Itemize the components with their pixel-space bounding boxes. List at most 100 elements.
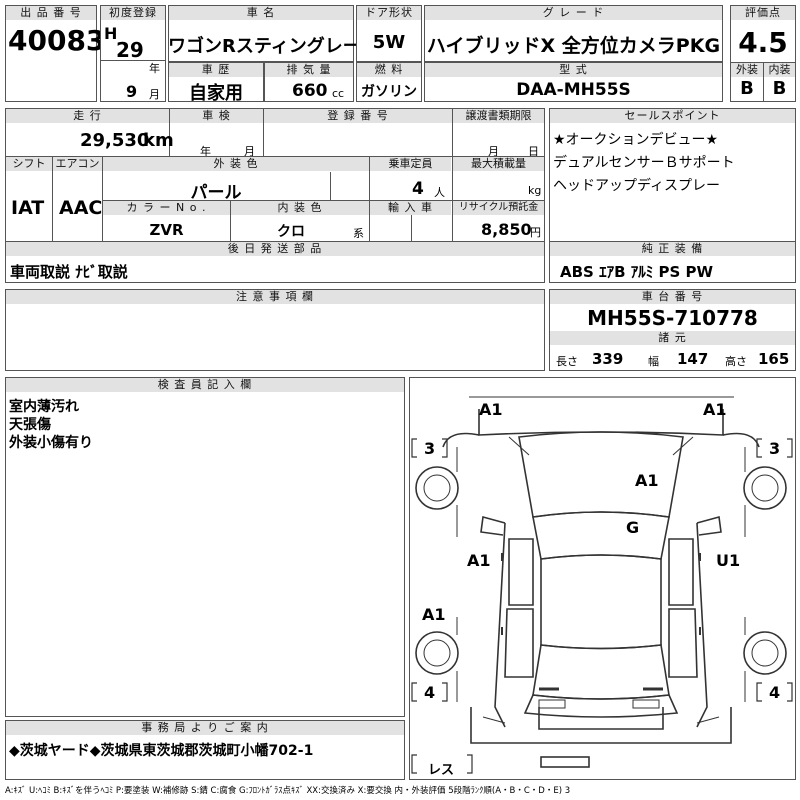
later-parts-label: 後 日 発 送 部 品 (6, 242, 544, 256)
sales-point-line-1: ★オークションデビュー★ (553, 132, 719, 148)
import-label: 輸 入 車 (370, 201, 451, 215)
spare-tire: レス (428, 763, 455, 778)
exterior-color-label: 外 装 色 (103, 157, 369, 171)
mark-right-door: U1 (716, 551, 741, 570)
capacity-unit: 人 (434, 186, 445, 199)
door-label: ドア形状 (357, 6, 421, 20)
km-unit: km (143, 130, 174, 151)
mark-left-rear: A1 (422, 605, 446, 624)
model-code: DAA-MH55S (516, 80, 631, 100)
transfer-day-unit: 日 (528, 145, 539, 158)
legend: A:ｷｽﾞ U:ﾍｺﾐ B:ｷｽﾞを伴うﾍｺﾐ P:要塗装 W:補修跡 S:錆 … (5, 786, 571, 796)
model-label: 型 式 (425, 63, 722, 77)
car-diagram (409, 377, 794, 780)
max-load-label: 最大積載量 (453, 157, 544, 171)
spec-label: 諸 元 (550, 331, 795, 345)
length-label: 長さ (556, 355, 578, 368)
color-number-label: カ ラ ー N o . (103, 201, 230, 215)
equipment: ABS ｴｱB ｱﾙﾐ PS PW (560, 263, 714, 281)
lot-number-cell (5, 5, 97, 102)
score: 4.5 (738, 26, 788, 59)
shift-label: シフト (6, 157, 52, 171)
inspection-label: 車 検 (170, 109, 263, 123)
tire-front-left: 3 (424, 439, 436, 458)
inspector-line-2: 天張傷 (9, 417, 51, 433)
tire-front-right: 3 (769, 439, 781, 458)
width: 147 (677, 350, 709, 368)
sales-point-line-3: ヘッドアップディスプレー (553, 178, 721, 194)
recycle-fee: 8,850 (481, 220, 532, 239)
grade-label: グ レ ー ド (425, 6, 722, 20)
mark-left-door: A1 (467, 551, 491, 570)
height-label: 高さ (725, 355, 747, 368)
first-registration-cell (100, 5, 166, 102)
recycle-label: リサイクル預託金 (453, 201, 544, 215)
displacement: 660 (292, 81, 328, 101)
shift: IAT (11, 197, 45, 219)
car-diagram-svg (411, 396, 793, 774)
fuel: ガソリン (361, 84, 417, 100)
tire-rear-left: 4 (424, 683, 436, 702)
length: 339 (592, 350, 624, 368)
exterior-label: 外装 (731, 63, 763, 77)
interior-label: 内装 (764, 63, 795, 77)
transfer-month-unit: 月 (488, 145, 499, 158)
history: 自家用 (189, 83, 243, 104)
sales-point-label: セールスポイント (550, 109, 795, 123)
capacity: 4 (412, 179, 424, 199)
sales-point-line-2: デュアルセンサーＢサポート (553, 155, 735, 171)
grade: ハイブリッドX 全方位カメラPKG (426, 35, 721, 57)
chassis-label: 車 台 番 号 (550, 290, 795, 304)
score-label: 評価点 (731, 6, 795, 20)
color-number: ZVR (149, 221, 184, 239)
load-unit: kg (528, 184, 542, 197)
inspection-month-unit: 月 (244, 145, 255, 158)
inspector-label: 検 査 員 記 入 欄 (6, 378, 404, 392)
lot-number: 40083 (8, 24, 106, 57)
exterior-color: パール (190, 183, 242, 203)
mark-roof: A1 (635, 471, 659, 490)
car-name-label: 車 名 (169, 6, 353, 20)
lot-number-label: 出 品 番 号 (6, 6, 96, 20)
mark-front-left: A1 (479, 400, 503, 419)
interior-color-unit: 系 (353, 227, 364, 240)
aircon-label: エアコン (53, 157, 102, 171)
era: H (104, 24, 118, 43)
interior-grade: B (772, 78, 787, 99)
first-registration-label: 初度登録 (101, 6, 165, 20)
inspector-cell (5, 377, 405, 717)
later-parts: 車両取説 ﾅﾋﾞ取説 (10, 263, 128, 281)
registration-year: 29 (116, 38, 144, 62)
inspector-line-1: 室内薄汚れ (9, 399, 79, 415)
office-address: ◆茨城ヤード◆茨城県東茨城郡茨城町小幡702-1 (9, 743, 314, 759)
aircon: AAC (59, 197, 103, 219)
capacity-label: 乗車定員 (370, 157, 451, 171)
car-name: ワゴンRスティングレー (168, 36, 361, 57)
detail-block (5, 108, 545, 242)
cc-unit: cc (332, 87, 345, 100)
inspector-line-3: 外装小傷有り (9, 435, 93, 451)
inspection-year-unit: 年 (200, 145, 211, 158)
displacement-label: 排 気 量 (265, 63, 353, 77)
registration-number-label: 登 録 番 号 (264, 109, 452, 123)
notes-label: 注 意 事 項 欄 (6, 290, 544, 304)
mark-front-right: A1 (703, 400, 727, 419)
fuel-label: 燃 料 (357, 63, 421, 77)
door-type: 5W (372, 32, 406, 53)
width-label: 幅 (648, 355, 659, 368)
mark-hood-glass: G (626, 518, 640, 537)
interior-color-label: 内 装 色 (231, 201, 369, 215)
chassis-number: MH55S-710778 (587, 306, 758, 330)
registration-month: 9 (126, 82, 138, 101)
month-unit: 月 (149, 88, 160, 101)
mileage: 29,530 (80, 130, 150, 151)
tire-rear-right: 4 (769, 683, 781, 702)
office-label: 事 務 局 よ り ご 案 内 (6, 721, 404, 735)
history-label: 車 歴 (169, 63, 263, 77)
yen-unit: 円 (530, 226, 541, 239)
mileage-label: 走 行 (6, 109, 169, 123)
interior-color: クロ (277, 224, 305, 240)
year-unit: 年 (149, 62, 160, 75)
exterior-grade: B (740, 78, 754, 99)
equipment-label: 純 正 装 備 (550, 242, 795, 256)
